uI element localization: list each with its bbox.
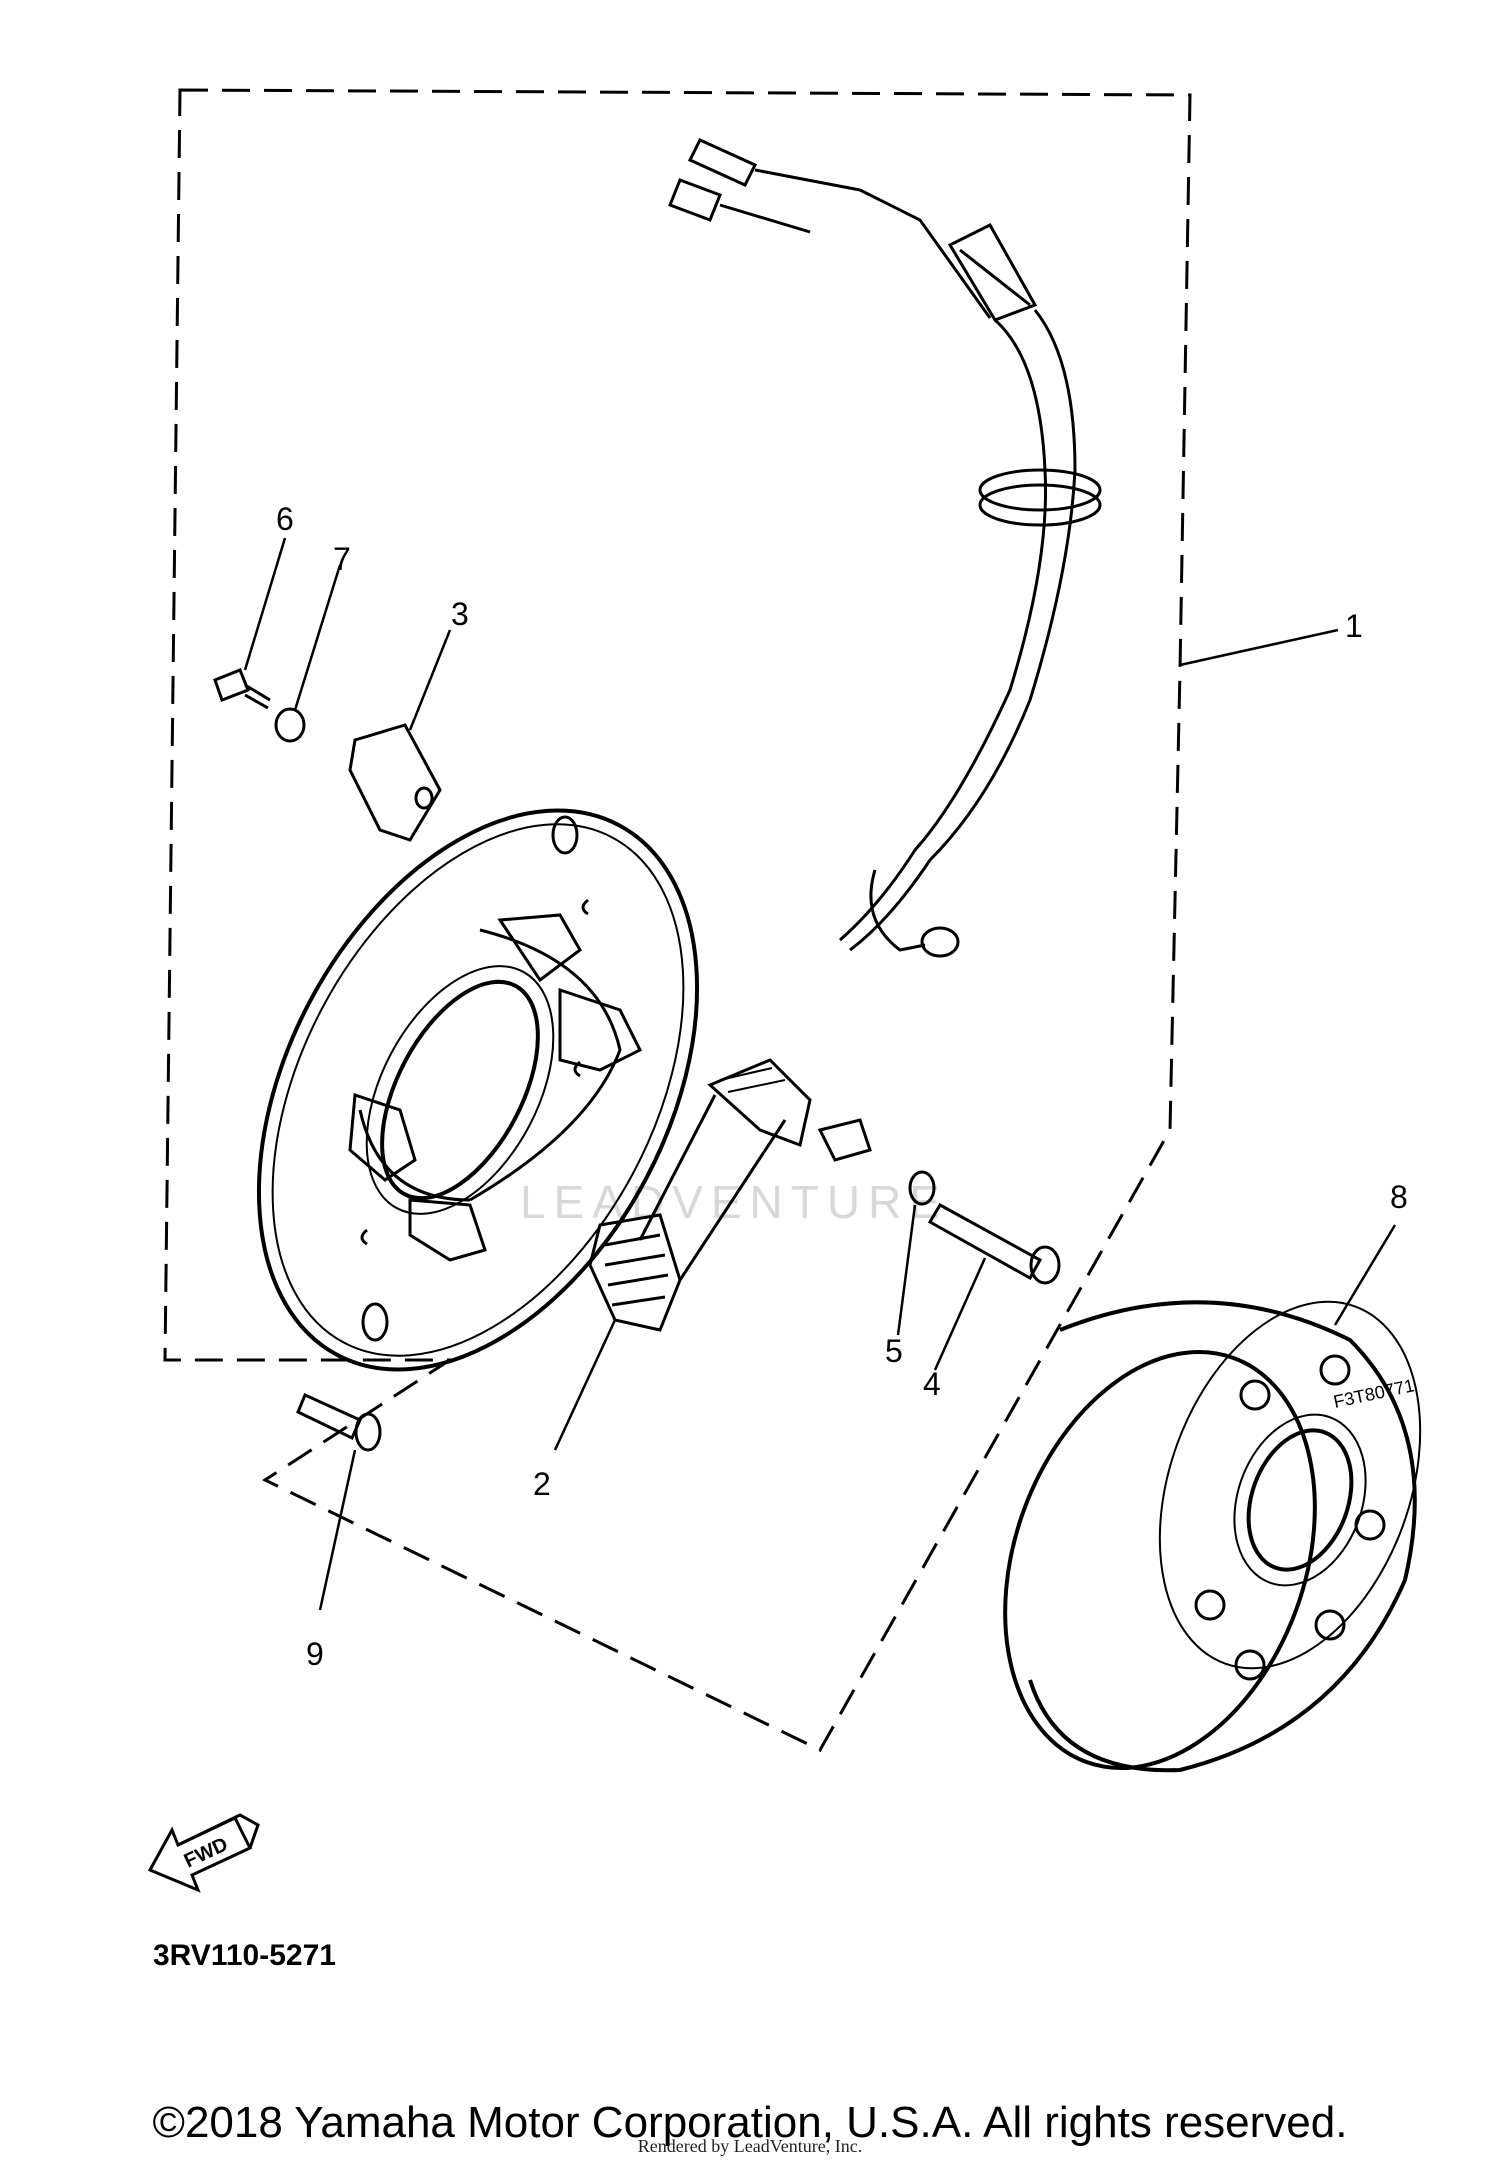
assembly-boundary — [163, 88, 1192, 1752]
callout-7: 7 — [333, 541, 351, 577]
bolt-and-washers — [817, 1118, 1061, 1285]
callout-1: 1 — [1345, 608, 1363, 644]
screw-9 — [296, 1392, 382, 1452]
part-code: 3RV110-5271 — [153, 1939, 336, 1972]
rendered-by-note: Rendered by LeadVenture, Inc. — [637, 2136, 863, 2156]
leader-lines — [243, 537, 1397, 1611]
copyright-notice: ©2018 Yamaha Motor Corporation, U.S.A. A… — [152, 2098, 1348, 2147]
callout-2: 2 — [533, 1466, 551, 1502]
callout-9: 9 — [306, 1636, 324, 1672]
callout-8: 8 — [1390, 1179, 1408, 1215]
wire-harness — [668, 138, 1102, 958]
bracket-and-screws-top — [213, 668, 442, 842]
callout-6: 6 — [276, 501, 294, 537]
watermark-text: LEADVENTURE — [520, 1176, 948, 1228]
fwd-arrow-icon: FWD — [147, 1813, 260, 1893]
callout-5: 5 — [885, 1333, 903, 1369]
flywheel-rotor — [1003, 1300, 1422, 1773]
pickup-coil — [588, 1058, 812, 1332]
callout-4: 4 — [923, 1366, 941, 1402]
stator-plate — [256, 808, 700, 1372]
callout-3: 3 — [451, 596, 469, 632]
